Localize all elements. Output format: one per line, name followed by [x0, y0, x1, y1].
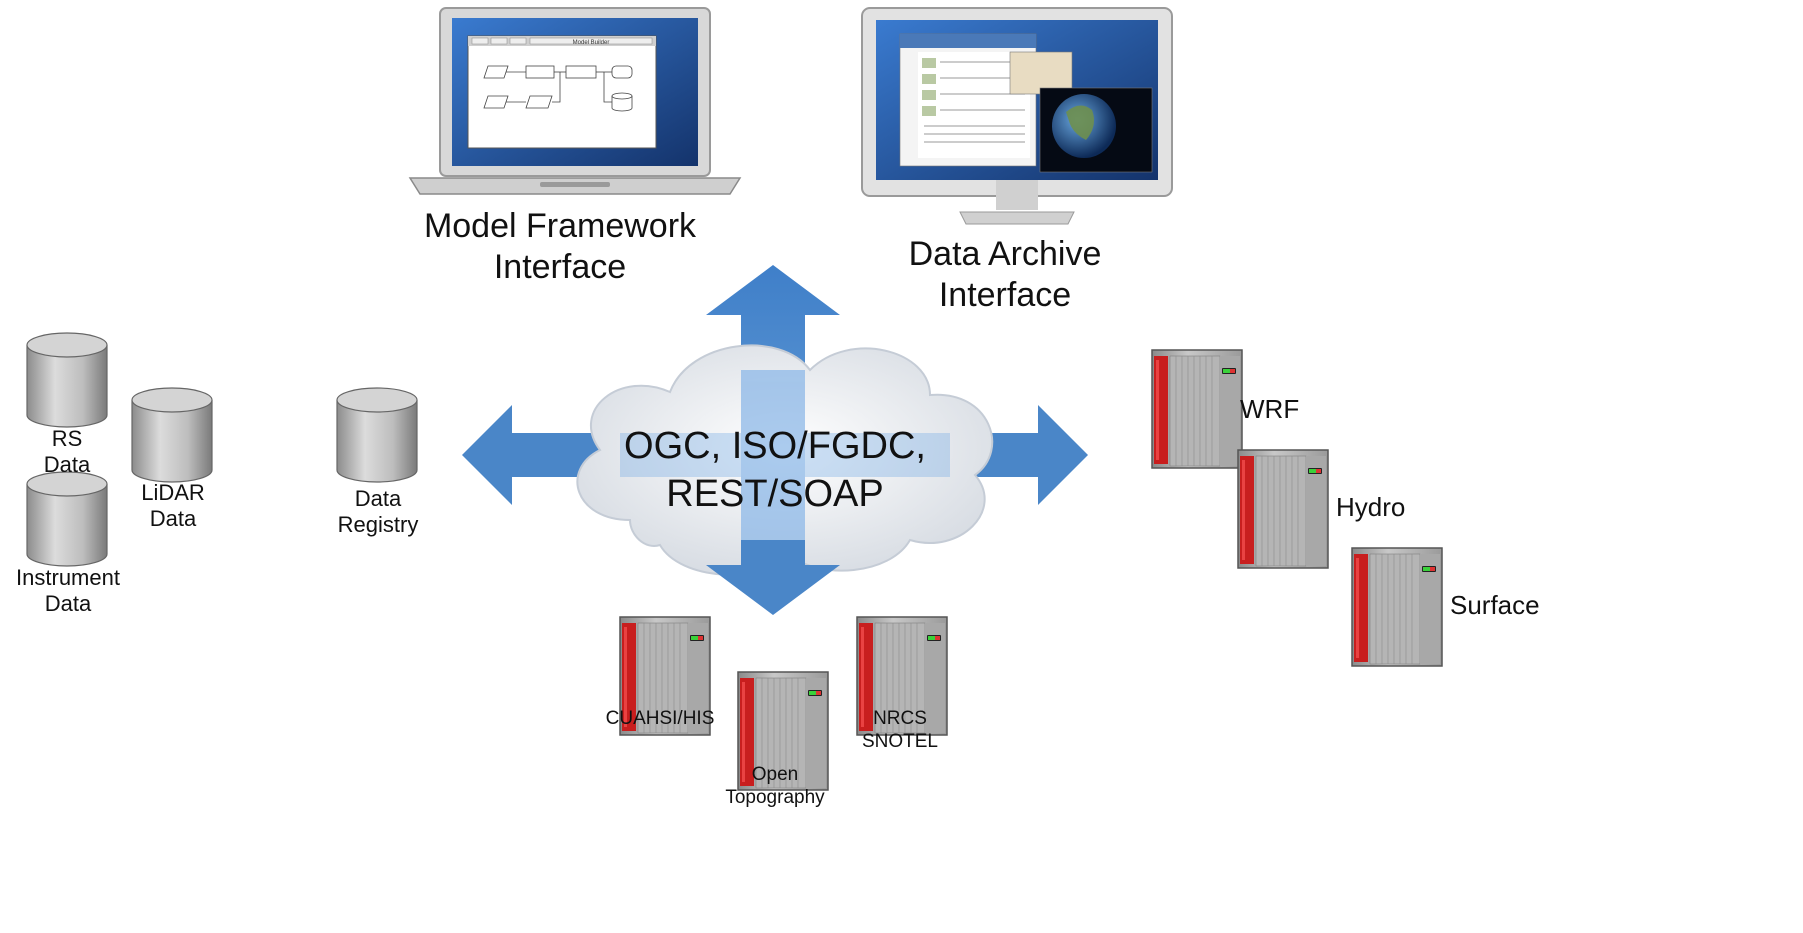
rs-data-cylinder-icon: [26, 332, 108, 428]
hydro-server-icon: [1237, 449, 1329, 569]
model-framework-label: Model Framework Interface: [423, 207, 697, 286]
hydro-label: Hydro: [1336, 492, 1406, 522]
nrcs-label: NRCS SNOTEL: [861, 708, 939, 752]
surface-server-icon: [1351, 547, 1443, 667]
instrument-data-cylinder-icon: [26, 471, 108, 567]
wrf-label: WRF: [1240, 394, 1300, 424]
rs-data-label: RS Data: [43, 426, 91, 478]
monitor-icon: [861, 7, 1173, 225]
arrow-down: [706, 540, 840, 615]
data-registry-label: Data Registry: [337, 486, 419, 538]
cuahsi-label: CUAHSI/HIS: [605, 708, 715, 729]
lidar-data-cylinder-icon: [131, 387, 213, 483]
model-builder-title: Model Builder: [573, 40, 610, 46]
laptop-icon: Model Builder: [408, 7, 742, 195]
cloud-label: OGC, ISO/FGDC, REST/SOAP: [624, 425, 926, 515]
arrow-right: [910, 405, 1088, 505]
arrow-left: [462, 405, 640, 505]
opentopo-label: Open Topography: [725, 764, 825, 808]
lidar-data-label: LiDAR Data: [141, 480, 205, 532]
arrow-vertical-overlay: [620, 370, 950, 570]
surface-label: Surface: [1450, 590, 1540, 620]
wrf-server-icon: [1151, 349, 1243, 469]
data-registry-cylinder-icon: [336, 387, 418, 483]
instrument-data-label: Instrument Data: [16, 565, 120, 617]
data-archive-label: Data Archive Interface: [908, 235, 1102, 314]
